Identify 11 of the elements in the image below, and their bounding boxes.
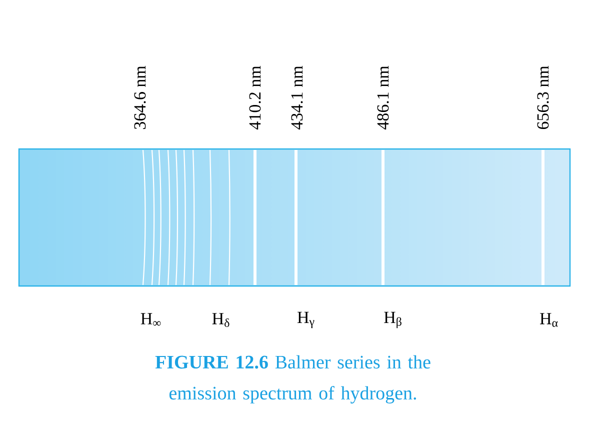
line-label: H$_{∞}$ (140, 313, 161, 326)
wavelength-label: 410.2 nm (249, 66, 261, 130)
wavelength-label: 656.3 nm (537, 66, 549, 130)
line-label: H$_{β}$ (384, 312, 402, 328)
line-label: H$_{α}$ (540, 313, 558, 327)
figure-caption: FIGURE 12.6 Balmer series in the emission spectrum of hydrogen. (155, 355, 430, 404)
line-label: H$_{γ}$ (297, 312, 314, 328)
wavelength-label: 486.1 nm (377, 66, 389, 130)
wavelength-label: 434.1 nm (291, 66, 303, 130)
line-label: H$_{δ}$ (212, 313, 230, 327)
wavelength-label: 364.6 nm (134, 66, 146, 129)
